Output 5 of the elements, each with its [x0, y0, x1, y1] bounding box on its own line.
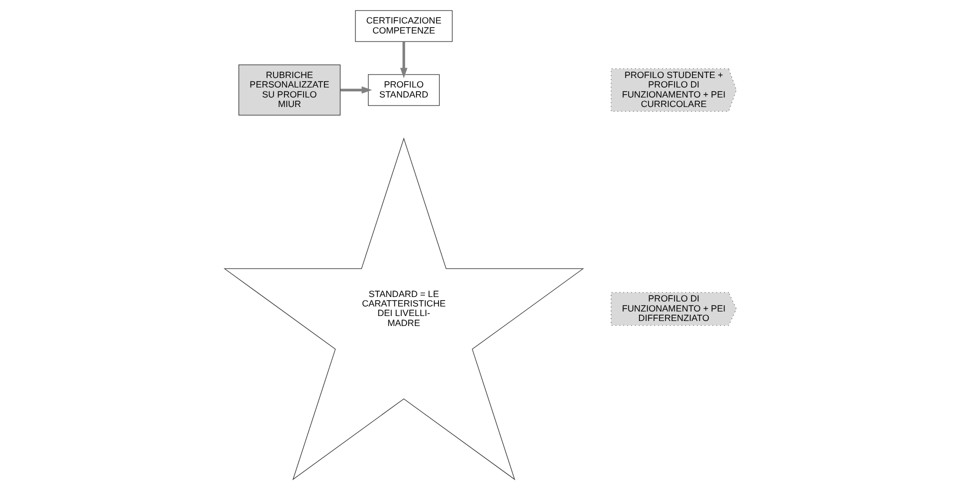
arrow: [400, 42, 408, 78]
node-box: RUBRICHE PERSONALIZZATE SU PROFILO MIUR: [238, 64, 341, 116]
arrow: [340, 86, 372, 94]
node-box: CERTIFICAZIONE COMPETENZE: [355, 10, 453, 42]
node-box: PROFILO STANDARD: [368, 74, 440, 106]
